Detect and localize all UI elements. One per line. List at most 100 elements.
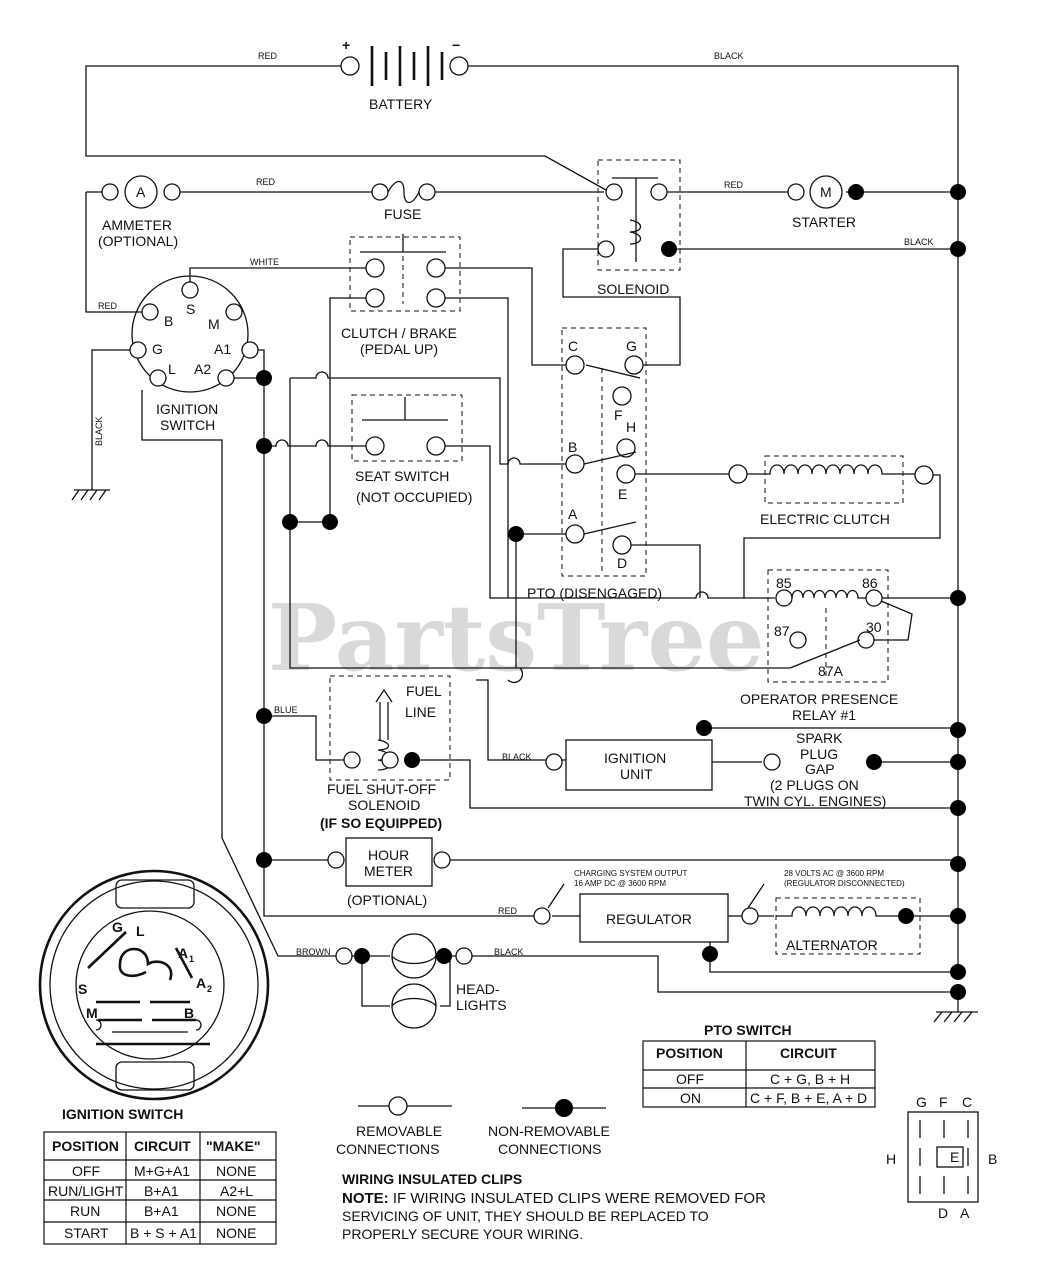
wire-black-solenoid: BLACK: [904, 237, 934, 247]
relay-terminal-87a: 87A: [818, 663, 844, 679]
starter: M STARTER: [787, 175, 864, 230]
ignition-unit-label-2: UNIT: [620, 766, 653, 782]
face-b: B: [184, 1005, 194, 1021]
headlights-label-2: LIGHTS: [456, 997, 507, 1013]
pto-table-title: PTO SWITCH: [704, 1022, 792, 1038]
relay-terminal-30: 30: [866, 619, 882, 635]
face-s: S: [78, 981, 87, 997]
pto-terminal-d: D: [617, 555, 627, 571]
ignition-switch: S B M G A1 L A2 IGNITION SWITCH: [129, 275, 259, 433]
ign-r1-c0: RUN/LIGHT: [48, 1183, 124, 1199]
spark-plug: SPARK PLUG GAP (2 PLUGS ON TWIN CYL. ENG…: [744, 730, 886, 809]
seat-switch-label: SEAT SWITCH: [355, 468, 449, 484]
ignition-switch-face: G L A 1 S A 2 M B: [38, 869, 270, 1101]
ignition-unit-label-1: IGNITION: [604, 750, 666, 766]
battery: + − BATTERY: [340, 37, 469, 112]
hour-meter: HOUR METER (OPTIONAL): [327, 837, 451, 908]
pto-terminal-b: B: [568, 439, 577, 455]
wire-red-regulator: RED: [498, 906, 518, 916]
wire-red-battery: RED: [258, 51, 278, 61]
spark-label-1: SPARK: [796, 730, 843, 746]
fuel-line-label-1: FUEL: [406, 683, 442, 699]
hour-meter-label-1: HOUR: [368, 847, 409, 863]
ammeter-symbol: A: [136, 184, 146, 200]
wires: [71, 65, 978, 1023]
alternator-label: ALTERNATOR: [786, 937, 878, 953]
ign-r2-c2: NONE: [216, 1203, 256, 1219]
relay-label-2: RELAY #1: [792, 707, 856, 723]
layout-b: B: [988, 1151, 997, 1167]
volts-label-1: 28 VOLTS AC @ 3600 RPM: [784, 869, 884, 878]
ammeter-optional: (OPTIONAL): [98, 233, 178, 249]
fuel-solenoid-label-3: (IF SO EQUIPPED): [320, 815, 442, 831]
pto-th-position: POSITION: [656, 1045, 723, 1061]
pto-table: PTO SWITCH POSITION CIRCUIT OFF C + G, B…: [642, 1022, 876, 1108]
pto-th-circuit: CIRCUIT: [780, 1045, 837, 1061]
alternator: ALTERNATOR: [775, 897, 921, 955]
wire-red-ammeter: RED: [256, 177, 276, 187]
pto-r1-c0: ON: [680, 1090, 701, 1106]
ign-r2-c1: B+A1: [144, 1203, 179, 1219]
note-line3: PROPERLY SECURE YOUR WIRING.: [342, 1226, 583, 1242]
ign-terminal-a1: A1: [214, 341, 231, 357]
battery-label: BATTERY: [369, 96, 433, 112]
ign-terminal-a2: A2: [194, 361, 211, 377]
ign-terminal-l: L: [168, 361, 176, 377]
relay-label-1: OPERATOR PRESENCE: [740, 691, 898, 707]
ign-terminal-g: G: [152, 341, 163, 357]
fuel-line-label-2: LINE: [405, 704, 436, 720]
ignition-switch-label-1: IGNITION: [156, 401, 218, 417]
spark-label-2: PLUG: [800, 746, 838, 762]
spark-label-3: GAP: [805, 761, 835, 777]
fuse: FUSE: [371, 180, 436, 222]
ignition-table: IGNITION SWITCH POSITION CIRCUIT "MAKE" …: [43, 1106, 277, 1245]
legend-nonremovable-2: CONNECTIONS: [498, 1141, 601, 1157]
ign-r2-c0: RUN: [70, 1203, 100, 1219]
headlights-label-1: HEAD-: [456, 981, 500, 997]
battery-minus: −: [452, 37, 460, 53]
volts-label-2: (REGULATOR DISCONNECTED): [784, 879, 905, 888]
ign-r3-c2: NONE: [216, 1225, 256, 1241]
pto-r0-c0: OFF: [676, 1071, 704, 1087]
wire-red-ignition: RED: [98, 301, 118, 311]
ign-r1-c1: B+A1: [144, 1183, 179, 1199]
starter-symbol: M: [820, 184, 832, 200]
layout-a: A: [960, 1205, 970, 1221]
charging-label-2: 16 AMP DC @ 3600 RPM: [574, 879, 666, 888]
operator-presence-relay: 85 86 87 30 87A OPERATOR PRESENCE RELAY …: [740, 569, 898, 723]
seat-switch-sub: (NOT OCCUPIED): [356, 489, 472, 505]
relay-terminal-85: 85: [776, 575, 792, 591]
layout-f: F: [939, 1094, 948, 1110]
legend: REMOVABLE CONNECTIONS NON-REMOVABLE CONN…: [336, 1096, 610, 1157]
wire-brown: BROWN: [296, 947, 331, 957]
electric-clutch: ELECTRIC CLUTCH: [728, 455, 934, 527]
pto-label: PTO (DISENGAGED): [527, 585, 662, 601]
note-title: WIRING INSULATED CLIPS: [342, 1171, 522, 1187]
solenoid-label: SOLENOID: [597, 281, 669, 297]
solenoid: SOLENOID: [597, 159, 681, 297]
hour-meter-label-3: (OPTIONAL): [347, 892, 427, 908]
ignition-table-title: IGNITION SWITCH: [62, 1106, 183, 1122]
ign-terminal-s: S: [186, 301, 195, 317]
layout-g: G: [916, 1094, 927, 1110]
ign-r0-c2: NONE: [216, 1163, 256, 1179]
ign-terminal-m: M: [208, 316, 220, 332]
spark-label-4: (2 PLUGS ON: [770, 777, 859, 793]
ign-r0-c0: OFF: [72, 1163, 100, 1179]
legend-removable-1: REMOVABLE: [356, 1123, 442, 1139]
ign-r1-c2: A2+L: [220, 1183, 253, 1199]
note-line2: SERVICING OF UNIT, THEY SHOULD BE REPLAC…: [342, 1208, 709, 1224]
ign-th-position: POSITION: [52, 1138, 119, 1154]
fuel-solenoid-label-2: SOLENOID: [348, 797, 420, 813]
wire-white: WHITE: [250, 257, 279, 267]
wire-black-ground: BLACK: [94, 416, 104, 446]
pto-terminal-c: C: [568, 338, 578, 354]
pto-r0-c1: C + G, B + H: [770, 1071, 850, 1087]
seat-switch: SEAT SWITCH (NOT OCCUPIED): [351, 394, 472, 505]
ign-r3-c0: START: [64, 1225, 109, 1241]
wire-black-headlights: BLACK: [494, 947, 524, 957]
layout-d: D: [938, 1205, 948, 1221]
legend-nonremovable-1: NON-REMOVABLE: [488, 1123, 610, 1139]
clutch-brake-label: CLUTCH / BRAKE: [341, 325, 457, 341]
face-a1-sub: 1: [189, 954, 194, 964]
